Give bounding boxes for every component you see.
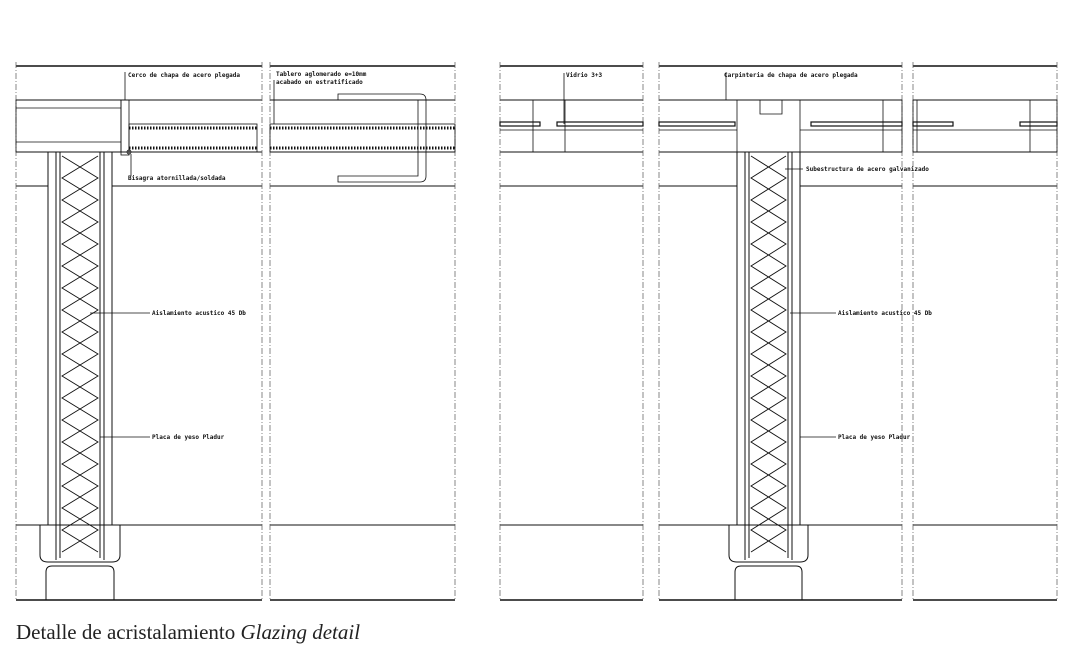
glass-pane [810,121,903,127]
label-board-2: acabado en estratificado [276,79,363,86]
insulation-zigzag [750,155,787,553]
glass-pane [912,121,954,127]
label-left-plaster: Placa de yeso Pladur [152,434,225,441]
glazing-frame-mullion [736,99,801,153]
floor-channel [728,525,809,563]
floor-channel [39,525,121,563]
label-right-insulation: Aislamiento acustico 45 Db [838,310,932,317]
insulation-zigzag [61,155,99,553]
label-left-frame: Cerco de chapa de acero plegada [128,72,240,79]
door-leaf-2 [269,123,456,153]
glass-pane [1019,121,1058,127]
door-leaf-1 [128,123,258,153]
steel-frame [120,99,130,156]
figure-caption: Detalle de acristalamiento Glazing detai… [16,620,360,645]
floor-track [734,565,803,600]
label-board-1: Tablero aglomerado e=10mm [276,71,367,78]
label-hinge: Bisagra atornillada/soldada [128,175,226,182]
insulation-zigzag [750,155,787,553]
label-substructure: Subestructura de acero galvanizado [806,166,929,173]
glass-pane [556,121,644,127]
glass-pane [499,121,541,127]
label-glass: Vidrio 3+3 [566,72,603,79]
label-left-insulation: Aislamiento acustico 45 Db [152,310,246,317]
glass-pane [658,121,736,127]
insulation-zigzag [61,155,99,553]
wall-section [47,151,113,526]
caption-english: Glazing detail [240,620,361,644]
door-handle [337,93,427,183]
wall-section [736,151,801,526]
hinge [126,149,132,155]
label-right-frame: Carpinteria de chapa de acero plegada [724,72,858,79]
label-right-plaster: Placa de yeso Pladur [838,434,911,441]
floor-track [45,565,115,600]
caption-spanish: Detalle de acristalamiento [16,620,236,644]
